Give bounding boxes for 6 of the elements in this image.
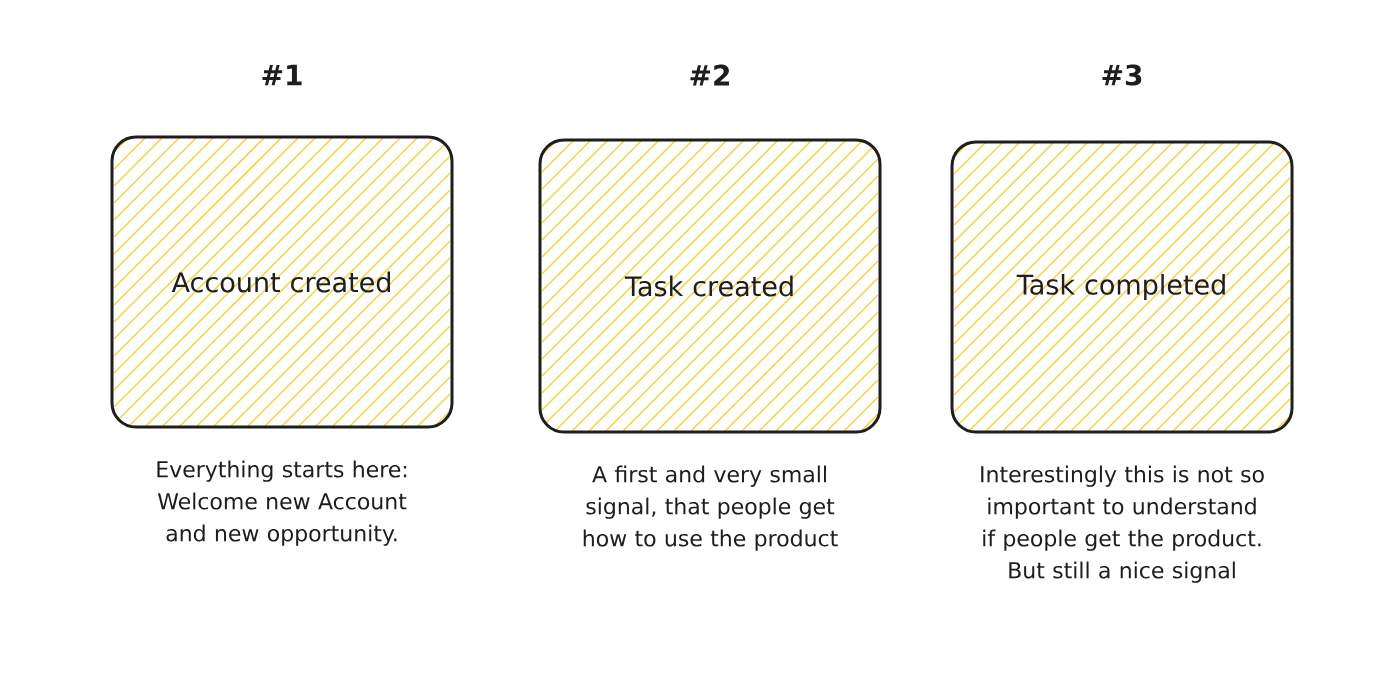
step-heading: #2 — [690, 64, 730, 86]
step-heading: #3 — [1102, 64, 1142, 86]
description-text: A first and very small signal, that people get how to use the product — [583, 465, 838, 551]
description-text: Interestingly this is not so important to understand if people get the product. But still a nice signal — [981, 465, 1264, 583]
description-text: Everything starts here: Welcome new Account and new opportunity. — [157, 460, 407, 546]
step-heading: #1 — [262, 64, 302, 86]
